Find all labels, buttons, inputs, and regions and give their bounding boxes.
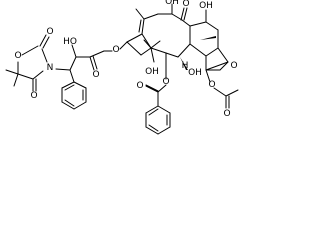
benzoate-group bbox=[145, 52, 167, 107]
atom-label-stereo-h: H bbox=[182, 61, 189, 71]
side-chain bbox=[69, 44, 113, 83]
wedge-bond bbox=[180, 57, 188, 70]
wedge-bond bbox=[200, 36, 216, 40]
atom-label-c2-carbonyl-o: O bbox=[136, 81, 143, 91]
atom-label-c13-ester-o: O bbox=[112, 45, 119, 55]
phenyl-ring-bottom bbox=[61, 81, 87, 110]
atom-label-hydroxyl-c7: OH bbox=[199, 1, 213, 11]
chemical-structure-diagram: OH O OH HO O O N O O O OH OH O O H O O O bbox=[5, 0, 239, 135]
atom-label-oxazolidine-c2-o: O bbox=[46, 27, 53, 37]
atom-label-oxazolidine-ring-o: O bbox=[14, 51, 21, 61]
atom-label-ketone-o: O bbox=[182, 0, 189, 9]
taxane-core bbox=[119, 3, 239, 109]
oxazolidinedione-ring bbox=[5, 34, 50, 92]
atom-label-hydroxyl-c10: OH bbox=[165, 0, 179, 7]
atom-label-hydroxyl-c2prime: HO bbox=[63, 37, 77, 47]
atom-label-hydroxyl-c1: OH bbox=[145, 67, 159, 77]
atom-label-oxazolidine-n: N bbox=[47, 63, 54, 73]
atom-label-c2-ester-o: O bbox=[162, 77, 169, 87]
atom-label-oxazolidine-c4-o: O bbox=[30, 91, 37, 101]
atom-label-hydroxyl-c9: OH bbox=[188, 68, 202, 78]
phenyl-ring-benzoyl bbox=[145, 105, 171, 135]
atom-label-c13-carbonyl-o: O bbox=[92, 70, 99, 80]
atom-label-c4-carbonyl-o: O bbox=[223, 109, 230, 119]
atom-label-c4-ester-o: O bbox=[208, 80, 215, 90]
atom-label-oxetane-o: O bbox=[230, 61, 237, 71]
